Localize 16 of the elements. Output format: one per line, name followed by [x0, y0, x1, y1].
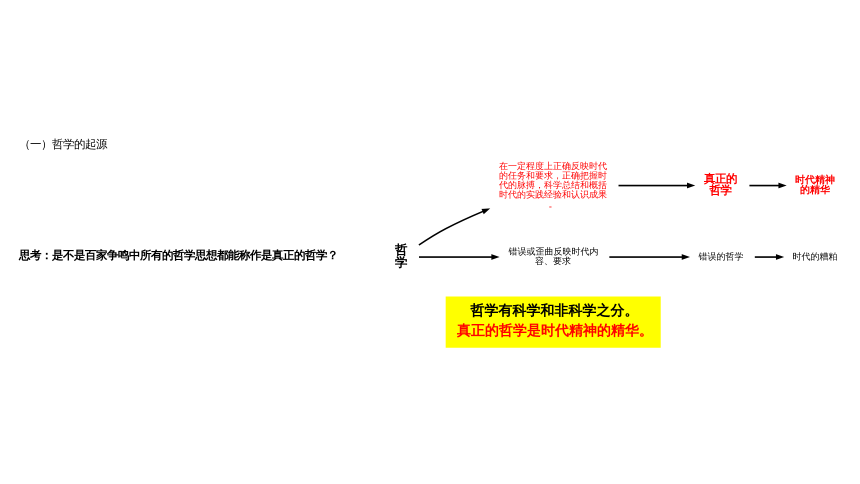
node-text: 哲学: [394, 242, 408, 270]
arrow: [418, 254, 500, 260]
label: 思考：是不是百家争鸣中所有的哲学思想都能称作是真正的哲学？: [18, 248, 338, 262]
node-text: 时代的糟粕: [792, 252, 838, 263]
arrow: [608, 254, 690, 260]
arrow: [418, 208, 490, 246]
arrow: [748, 182, 786, 188]
arrow: [618, 182, 695, 188]
diagram-title: （一）哲学的起源: [18, 137, 107, 152]
node-text: 错误或歪曲反映时代内容、要求: [508, 248, 598, 268]
node-text: 真正的哲学: [704, 172, 737, 198]
node-text: 错误的哲学: [698, 252, 743, 263]
node-text: 时代精神的精华: [794, 174, 835, 196]
node-text: 在一定程度上正确反映时代的任务和要求，正确把握时代的脉搏，科学总结和概括时代的实践经验和认识成果。: [498, 162, 606, 210]
arrow: [754, 254, 784, 260]
node-box: 哲学有科学和非科学之分。 真正的哲学是时代精神的精华。: [445, 296, 660, 348]
